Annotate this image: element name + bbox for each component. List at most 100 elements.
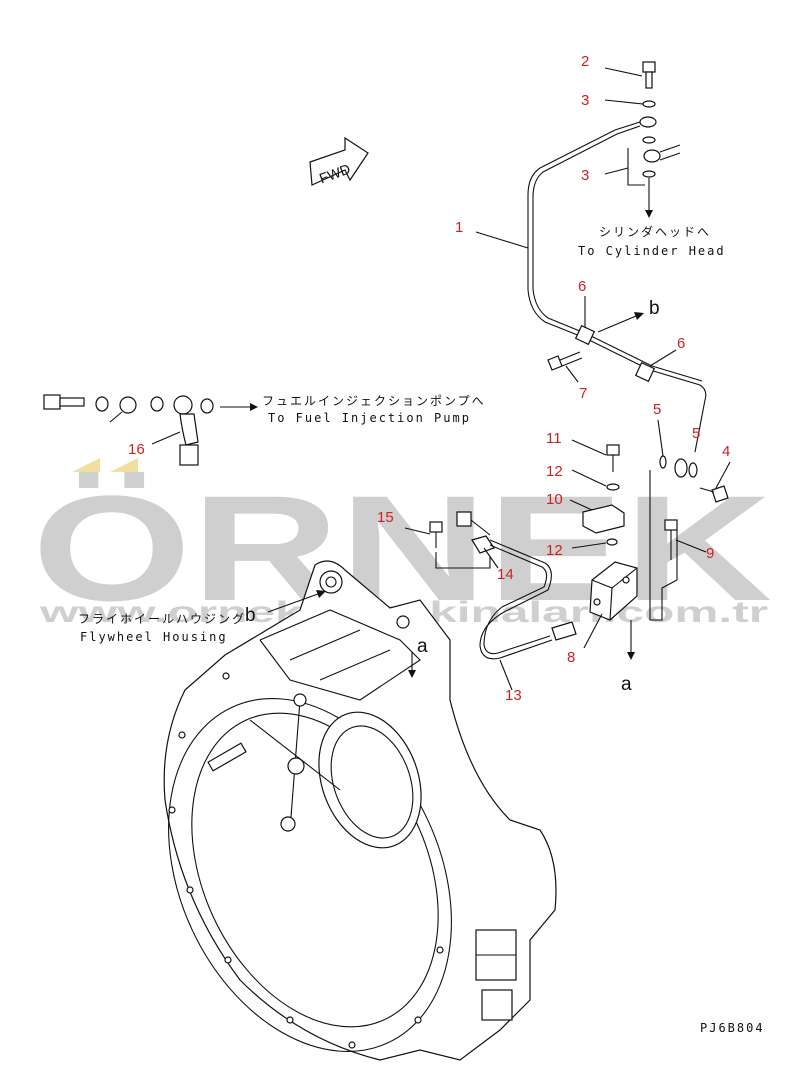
bolt-16-head: [43, 394, 61, 410]
elbow-16-eye: [173, 395, 193, 415]
leader-3b: [604, 167, 629, 175]
leader-15: [404, 527, 431, 535]
callout-2: 2: [581, 53, 589, 70]
bolt-2-shank: [645, 71, 653, 89]
clamp-6-a: [574, 324, 596, 346]
leader-11: [571, 439, 607, 456]
eye-pipe-out-2: [659, 152, 681, 161]
hose-13-fitting: [551, 621, 577, 641]
washer-3-top: [642, 100, 656, 108]
fuel-pump-label-en: To Fuel Injection Pump: [268, 411, 471, 425]
callout-5b: 5: [692, 425, 700, 442]
housing-foot-b: [481, 989, 513, 1021]
b-arrow-top-head: [634, 312, 644, 320]
housing-deck-line-a: [289, 629, 361, 661]
flange-hole-2: [168, 806, 176, 814]
callout-7: 7: [579, 385, 587, 402]
flange-hole-5: [286, 1016, 294, 1024]
callout-6a: 6: [578, 278, 586, 295]
washer-12-a: [606, 483, 620, 491]
block-8-edge-3: [609, 587, 613, 621]
callout-4: 4: [722, 443, 730, 460]
cylinder-head-label-jp: シリンダヘッドへ: [599, 224, 711, 239]
leader-10: [569, 499, 593, 511]
watermark-brand: ÖRNEK: [32, 464, 772, 632]
fwd-arrow: FWD: [309, 136, 369, 186]
flange-hole-3: [186, 886, 194, 894]
fuel-pump-arrow-head: [250, 403, 258, 411]
ref-b-top: b: [649, 298, 660, 319]
hose-13-inner: [483, 544, 551, 655]
fuel-pump-label-jp: フュエルインジェクションポンプへ: [262, 394, 486, 408]
bolt-16-shank: [59, 397, 85, 407]
callout-14: 14: [497, 566, 514, 583]
housing-flange: [168, 698, 452, 1052]
housing-boss-a: [287, 757, 305, 775]
sensor-bracket: [435, 552, 491, 569]
flange-hole-8: [436, 946, 444, 954]
leader-13: [499, 659, 513, 691]
leader-5a: [657, 419, 664, 457]
housing-top-boss: [319, 570, 343, 594]
housing-bore-inner: [330, 725, 414, 839]
bolt-4-shank: [699, 487, 715, 493]
housing-slot: [207, 742, 247, 772]
callout-5a: 5: [653, 401, 661, 418]
callout-11: 11: [546, 430, 562, 447]
ref-b-bottom: b: [245, 605, 256, 626]
washer-16-c: [200, 398, 214, 414]
bracket-line: [627, 148, 645, 186]
callouts: 1 2 3 3 4 5 5 6 6 7 8 9 10 11 12 12 13 1…: [128, 53, 730, 704]
housing-rib-b: [249, 719, 341, 791]
leader-1: [475, 231, 529, 249]
flange-hole-9: [222, 672, 230, 680]
b-arrow-top-line: [597, 315, 637, 333]
elbow-16-body: [179, 413, 199, 446]
a-arrow-right-head: [627, 652, 635, 660]
block-8-edge: [591, 579, 613, 589]
pipe-1: [527, 121, 707, 453]
bolt-7-head: [547, 355, 563, 371]
bolt-15-head: [429, 521, 443, 533]
cyl-head-arrow-head: [645, 210, 653, 218]
bolt-7-shank-2: [561, 357, 583, 367]
flywheel-housing: [163, 560, 557, 1061]
bolt-7: [547, 351, 583, 371]
fuel-pump-fittings: [43, 394, 258, 466]
callout-15: 15: [377, 509, 394, 526]
flange-hole-6: [348, 1041, 356, 1049]
leader-14: [483, 547, 499, 569]
housing-top-boss-inner: [325, 576, 337, 588]
bracket-9: [650, 579, 678, 621]
b-arrow-housing-head: [316, 590, 326, 598]
leader-12a: [571, 469, 607, 487]
eye-pipe-out: [659, 144, 681, 153]
leader-12b: [571, 542, 607, 549]
sensor-wire: [470, 519, 491, 536]
housing-right-boss: [396, 615, 410, 629]
callout-10: 10: [546, 491, 563, 508]
sensor-14-body: [471, 535, 495, 554]
sensor-group: [404, 511, 577, 691]
callout-13: 13: [505, 687, 522, 704]
watermark-accent-right: [110, 458, 138, 472]
clamp-6-b: [634, 361, 656, 383]
leader-7: [565, 365, 579, 383]
washer-3-lower-b: [642, 170, 656, 178]
connector-14: [456, 511, 472, 527]
leader-8: [583, 613, 603, 649]
flange-hole-4: [224, 956, 232, 964]
right-parts: [569, 419, 731, 660]
housing-boss-b: [280, 816, 296, 832]
callout-3a: 3: [581, 92, 589, 109]
bolt-2-head: [642, 61, 656, 73]
housing-top-deck: [259, 609, 421, 701]
ref-a-bottom: a: [621, 674, 632, 695]
watermark-accent-left: [72, 458, 100, 472]
watermark: ÖRNEK www.orneklismakinalari.com.tr: [32, 458, 772, 632]
fwd-arrow-shape: [309, 136, 369, 186]
labels: シリンダヘッドへ To Cylinder Head フュエルインジェクションポン…: [78, 224, 763, 1035]
flange-hole-7: [414, 1016, 422, 1024]
leader-4: [715, 461, 731, 489]
